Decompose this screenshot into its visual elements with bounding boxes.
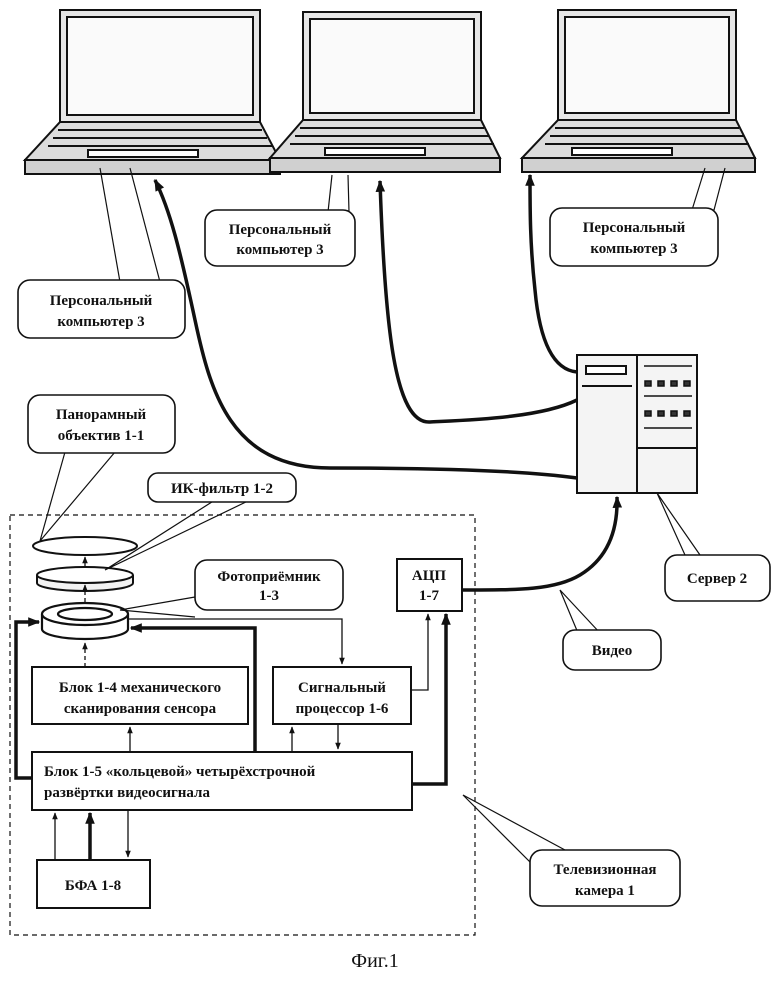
lens-label-2: объектив 1-1 (58, 428, 145, 444)
pc-left-label-1: Персональный (50, 293, 153, 309)
leader-server (657, 493, 700, 555)
arrow-b15-adc (412, 614, 446, 784)
adc-label-1: АЦП (412, 568, 447, 584)
leader-pc-middle (328, 175, 349, 212)
photodetector-icon (42, 603, 128, 639)
server-label: Сервер 2 (687, 571, 747, 587)
link-server-pc-right (530, 175, 577, 372)
camera-label-1: Телевизионная (554, 862, 657, 878)
lens-label-1: Панорамный (56, 407, 147, 423)
block-1-4-label-1: Блок 1-4 механического (59, 680, 221, 696)
ir-filter-label: ИК-фильтр 1-2 (171, 481, 273, 497)
leader-lens (40, 452, 115, 541)
pc-right-label-2: компьютер 3 (590, 241, 677, 257)
server-icon (577, 355, 697, 493)
sigproc-label-1: Сигнальный (298, 680, 386, 696)
leader-photo (120, 597, 195, 617)
link-adc-server (462, 497, 617, 590)
block-1-5-label-1: Блок 1-5 «кольцевой» четырёхстрочной (44, 764, 316, 780)
panoramic-lens-icon (33, 537, 137, 555)
video-label: Видео (592, 643, 632, 659)
callout-pc-right (550, 208, 718, 266)
laptop-middle (270, 12, 500, 172)
arrow-photo-sigproc (128, 619, 342, 664)
callout-lens (28, 395, 175, 453)
laptop-right (522, 10, 755, 172)
block-1-5-box (32, 752, 412, 810)
arrow-sigproc-adc (411, 614, 428, 690)
sigproc-label-2: процессор 1-6 (296, 701, 389, 717)
adc-label-2: 1-7 (419, 588, 439, 604)
pc-left-label-2: компьютер 3 (57, 314, 144, 330)
link-server-pc-middle (380, 181, 577, 422)
laptop-left (25, 10, 280, 174)
pc-middle-label-2: компьютер 3 (236, 242, 323, 258)
leader-pc-right (692, 168, 725, 210)
pc-middle-label-1: Персональный (229, 222, 332, 238)
block-1-4-label-2: сканирования сенсора (64, 701, 217, 717)
pc-right-label-1: Персональный (583, 220, 686, 236)
photo-label-1: Фотоприёмник (217, 569, 321, 585)
block-1-5-label-2: развёртки видеосигнала (44, 785, 210, 801)
figure-caption: Фиг.1 (351, 950, 398, 972)
leader-video (560, 590, 600, 633)
photo-label-2: 1-3 (259, 588, 279, 604)
camera-label-2: камера 1 (575, 883, 635, 899)
leader-pc-left (100, 168, 160, 282)
bfa-label: БФА 1-8 (65, 878, 121, 894)
